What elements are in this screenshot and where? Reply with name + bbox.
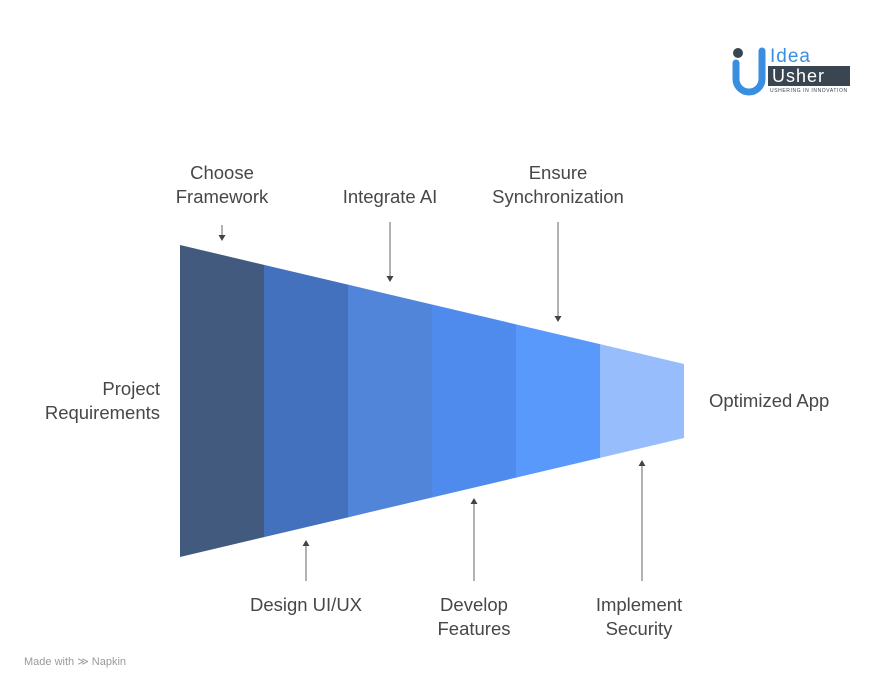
idea-usher-logo: Idea Usher USHERING IN INNOVATION [730,45,850,97]
label-implement-security: Implement Security [569,593,709,641]
label-line: Ensure [528,162,588,183]
label-design-ui-ux: Design UI/UX [249,594,363,615]
funnel-segment [432,304,517,498]
label-project-requirements: Project Requirements [20,377,160,425]
arrow-integrate-ai [386,222,394,282]
funnel-segment [600,344,684,458]
label-choose-framework: Choose Framework [152,161,292,209]
arrow-choose-framework [218,225,226,241]
arrow-develop-features [470,498,478,581]
label-line: Requirements [44,402,160,423]
footer-brand: Napkin [91,656,127,668]
label-line: Project [102,378,160,399]
logo-mark-icon [732,47,766,96]
label-line: Features [437,618,511,639]
funnel-segment [348,284,433,518]
label-line: Security [605,618,673,639]
arrow-implement-security [638,460,646,581]
label-line: Choose [190,162,254,183]
arrow-ensure-synchronization [554,222,562,322]
label-line: Implement [595,594,683,615]
made-with-napkin: Made with ≫ Napkin [24,655,126,668]
footer-text: Made with [24,656,75,668]
label-develop-features: Develop Features [404,593,544,641]
label-line: Framework [175,186,269,207]
logo-idea-text: Idea [770,46,811,67]
label-line: Synchronization [492,186,624,207]
logo-usher-text: Usher [768,66,850,86]
label-ensure-synchronization: Ensure Synchronization [478,161,638,209]
funnel-segment [180,245,265,557]
arrow-design-ui-ux [302,540,310,581]
label-optimized-app: Optimized App [709,390,830,411]
funnel-segment [264,264,349,538]
funnel-segment [516,324,601,478]
label-line: Develop [440,594,508,615]
logo-tagline: USHERING IN INNOVATION [770,88,848,94]
label-integrate-ai: Integrate AI [342,186,438,207]
napkin-icon: ≫ [77,656,89,668]
